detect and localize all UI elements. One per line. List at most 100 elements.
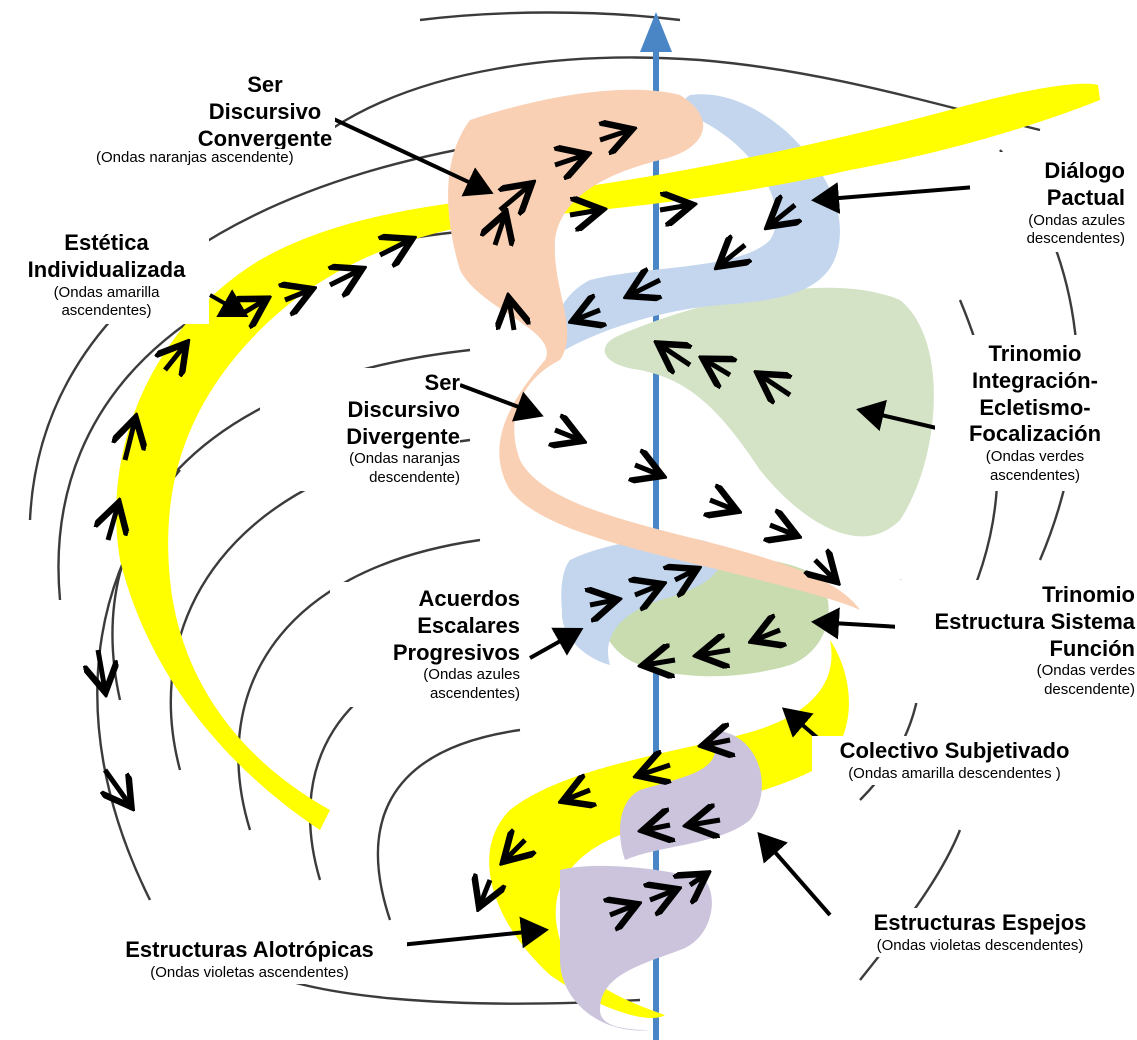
axis-arrowhead [640, 12, 672, 52]
label-subtitle-text: (Ondas verdes [985, 448, 1085, 466]
pointer-divergente [459, 383, 544, 422]
label-subtitle-text: ascendentes) [429, 684, 520, 702]
flow-arrow [650, 890, 675, 900]
label-estructuras-alotropicas: Estructuras Alotrópicas (Ondas violetas … [92, 935, 407, 985]
pointer-trinomio-integracion [856, 399, 946, 432]
flow-arrow [705, 740, 730, 745]
yellow-ribbon-descending [489, 640, 849, 1019]
label-subtitle-text: (Ondas violetas descendentes) [876, 936, 1084, 954]
label-title: Trinomio [988, 341, 1082, 366]
flow-arrow [770, 205, 795, 225]
flow-arrow [690, 875, 705, 885]
label-title: Convergente [197, 125, 333, 151]
flow-arrow [125, 420, 135, 461]
flow-arrow [98, 649, 105, 690]
label-dialogo-pactual: Diálogo Pactual (Ondas azules descendent… [970, 152, 1125, 253]
label-subtitle-text: descendente) [1044, 680, 1135, 698]
label-title: Función [1049, 635, 1135, 661]
flow-arrow [700, 650, 731, 655]
flow-arrow [285, 290, 310, 300]
sketch-arc [329, 56, 701, 131]
label-subtitle-text: (Ondas azules [423, 666, 520, 684]
label-title: Ser Discursivo [208, 72, 322, 124]
flow-arrow [635, 465, 660, 475]
pointer-espejos [757, 831, 832, 917]
pointer-arrows [209, 113, 1001, 949]
label-subtitle: (Ondas naranjas ascendente) [96, 149, 294, 168]
pointer-convergente [324, 113, 494, 197]
flow-arrow [105, 768, 130, 805]
label-subtitle-text: ascendentes) [989, 466, 1081, 484]
label-subtitle-text: (Ondas azules [1028, 211, 1125, 229]
label-title: Ecletismo- [979, 394, 1091, 420]
flow-arrow [710, 500, 735, 510]
pointer-trinomio-estructura [811, 607, 901, 640]
label-estetica-individualizada: Estética Individualizada (Ondas amarilla… [4, 230, 209, 325]
label-ser-discursivo-divergente: Ser Discursivo Divergente (Ondas naranja… [260, 368, 461, 492]
label-title: Estética [64, 230, 149, 255]
label-title: Diálogo [1044, 158, 1125, 183]
pointer-alotropicas [399, 916, 549, 949]
label-colectivo-subjetivado: Colectivo Subjetivado (Ondas amarilla de… [812, 736, 1097, 786]
label-subtitle-text: ascendentes) [61, 301, 152, 319]
orange-s-band [448, 89, 860, 611]
pointer-acuerdos [529, 627, 584, 660]
pointer-colectivo [781, 707, 822, 742]
flow-arrow [480, 880, 490, 905]
flow-arrow [495, 215, 505, 245]
flow-arrow [815, 560, 835, 580]
label-title: Acuerdos [418, 586, 520, 611]
label-title: Escalares [417, 612, 520, 638]
label-title: Estructura Sistema [934, 608, 1135, 634]
label-title: Estructuras Alotrópicas [125, 937, 374, 962]
flow-arrow [660, 345, 690, 365]
pointer-dialogo [811, 182, 1001, 215]
flow-arrow [760, 375, 790, 395]
pointer-estetica [209, 289, 249, 317]
label-title: Focalización [968, 421, 1102, 447]
flow-arrow [555, 155, 585, 165]
label-subtitle-text: descendentes) [1026, 229, 1125, 247]
flow-arrow [380, 240, 410, 255]
label-ser-discursivo-convergente: Ser Discursivo Convergente [195, 72, 335, 153]
flow-arrow [565, 790, 590, 800]
label-title: Individualizada [27, 256, 186, 282]
label-subtitle-text: (Ondas naranjas ascendente) [96, 149, 294, 166]
label-trinomio-estructura: Trinomio Estructura Sistema Función (Ond… [895, 580, 1135, 704]
label-trinomio-integracion: Trinomio Integración- Ecletismo- Focaliz… [935, 335, 1135, 491]
label-title: Pactual [1046, 184, 1125, 210]
sketch-arc [419, 11, 681, 22]
flow-arrow [770, 525, 795, 535]
flow-arrow [600, 130, 630, 140]
label-title: Progresivos [392, 639, 520, 665]
flow-arrow [705, 360, 730, 375]
sketch-arc [859, 829, 962, 981]
label-title: Integración- [972, 367, 1098, 393]
flow-arrow [720, 245, 745, 265]
flow-arrow [630, 280, 660, 295]
flow-arrow [645, 825, 670, 830]
label-subtitle-text: (Ondas violetas ascendentes) [150, 963, 349, 981]
label-title: Discursivo [347, 396, 461, 422]
label-title: Colectivo Subjetivado [839, 738, 1070, 763]
flow-arrow [509, 300, 514, 331]
sketch-arc [376, 728, 521, 921]
flow-arrow [610, 905, 635, 915]
label-title: Ser [424, 370, 460, 395]
label-subtitle-text: (Ondas verdes [1036, 662, 1135, 680]
label-acuerdos-escalares: Acuerdos Escalares Progresivos (Ondas az… [330, 582, 520, 708]
label-estructuras-espejos: Estructuras Espejos (Ondas violetas desc… [835, 908, 1125, 958]
flow-arrow [690, 820, 721, 825]
flow-arrow [575, 310, 600, 320]
flow-arrow [330, 270, 360, 285]
flow-arrow [569, 210, 600, 215]
label-title: Trinomio [1042, 582, 1135, 607]
flow-arrow [555, 430, 580, 440]
flow-arrow [635, 585, 660, 595]
label-subtitle-text: (Ondas amarilla descendentes ) [848, 764, 1061, 782]
label-subtitle-text: descendente) [369, 468, 460, 486]
flow-arrow [755, 630, 780, 640]
flow-arrow [108, 505, 118, 541]
